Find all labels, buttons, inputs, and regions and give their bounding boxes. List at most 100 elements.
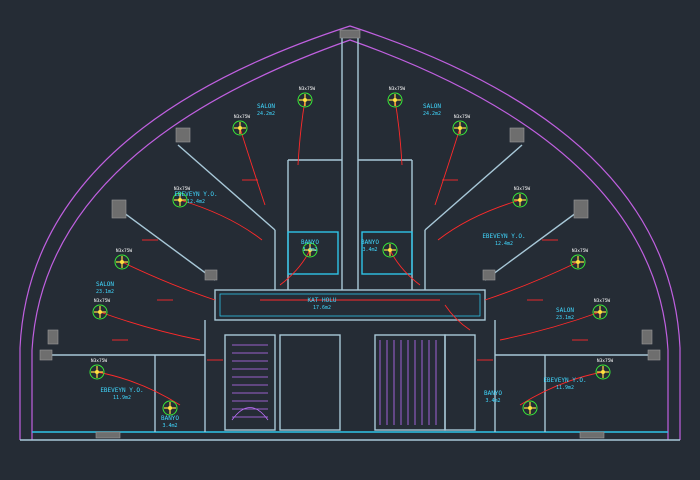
fixture-center <box>98 310 102 314</box>
fixture-center <box>518 198 522 202</box>
wall-left-radial-b <box>119 209 216 281</box>
column-block <box>339 29 361 39</box>
wall-left-radial-a <box>177 144 276 231</box>
fixture-tag: N3x75W <box>94 298 111 304</box>
column-block <box>641 329 653 345</box>
fixture-ring <box>570 254 586 270</box>
boundary-outer-arc <box>19 25 681 440</box>
stair-arc <box>231 407 269 421</box>
column-block <box>204 269 218 281</box>
circuit-run <box>499 311 601 341</box>
column-block <box>509 127 525 143</box>
walls <box>20 30 680 441</box>
room-area: 3.4m2 <box>485 398 500 404</box>
wall-bath-left <box>287 231 339 275</box>
wall-stair-core <box>224 334 276 431</box>
wall-shaft <box>444 334 476 431</box>
room-area: 24.2m2 <box>423 111 441 117</box>
circuit-run <box>437 199 521 241</box>
room-name: EBEVEYN Y.O. <box>482 233 525 240</box>
fixture-ring <box>522 400 538 416</box>
circuit-run <box>484 261 579 301</box>
fixture-center <box>178 198 182 202</box>
fixture-tag: N3x75W <box>299 86 316 92</box>
room-name: BANYO <box>484 390 502 397</box>
fixture-center <box>393 98 397 102</box>
elevator-hatch <box>379 340 437 425</box>
circuit-run <box>121 261 216 301</box>
fixture-tag: N3x75W <box>572 248 589 254</box>
fixture-ring <box>92 304 108 320</box>
circuit-run <box>389 249 421 286</box>
room-area: 11.9m2 <box>556 385 574 391</box>
fixture-ring <box>387 92 403 108</box>
circuit-run <box>239 127 266 206</box>
fixture-tag: N3x75W <box>514 186 531 192</box>
wall-right-radial-a <box>424 144 523 231</box>
circuit-run <box>99 311 201 341</box>
wall-corridor <box>214 289 486 321</box>
fixture-ring <box>512 192 528 208</box>
fixture-tag: N3x75W <box>594 298 611 304</box>
column-block <box>175 127 191 143</box>
room-name: EBEVEYN Y.O. <box>174 191 217 198</box>
outer-boundary <box>19 25 681 440</box>
fixture-center <box>303 98 307 102</box>
room-name: EBEVEYN Y.O. <box>100 387 143 394</box>
column-block <box>47 329 59 345</box>
room-name: SALON <box>423 103 441 110</box>
circuit-run <box>444 304 471 331</box>
fixture-center <box>388 248 392 252</box>
wall-corridor-inner <box>219 293 481 317</box>
circuit-run <box>394 99 403 166</box>
fixture-center <box>598 310 602 314</box>
fixture-ring <box>114 254 130 270</box>
fixture-tag: N3x75W <box>454 114 471 120</box>
room-name: SALON <box>556 307 574 314</box>
structural-columns <box>39 29 661 439</box>
fixture-ring <box>162 400 178 416</box>
column-block <box>111 199 127 219</box>
room-area: 23.1m2 <box>556 315 574 321</box>
circuit-run <box>179 199 263 241</box>
fixture-center <box>528 406 532 410</box>
room-name: EBEVEYN Y.O. <box>543 377 586 384</box>
room-area: 17.6m2 <box>313 305 331 311</box>
fixture-ring <box>297 92 313 108</box>
room-area: 3.4m2 <box>162 423 177 429</box>
room-name: SALON <box>96 281 114 288</box>
electrical-circuits <box>96 99 604 406</box>
fixture-tag: N3x75W <box>389 86 406 92</box>
room-area: 3.4m2 <box>362 247 377 253</box>
column-block <box>95 431 121 439</box>
room-area: 12.4m2 <box>187 199 205 205</box>
fixture-ring <box>452 120 468 136</box>
circuit-run <box>279 249 311 286</box>
fixture-ring <box>232 120 248 136</box>
room-area: 24.2m2 <box>257 111 275 117</box>
room-name: KAT HOLU <box>308 297 337 304</box>
fixture-center <box>601 370 605 374</box>
room-area: 11.9m2 <box>113 395 131 401</box>
stair <box>231 344 269 421</box>
fixture-center <box>576 260 580 264</box>
fixture-ring <box>382 242 398 258</box>
room-name: BANYO <box>361 239 379 246</box>
room-area: 23.1m2 <box>96 289 114 295</box>
room-area: 12.4m2 <box>495 241 513 247</box>
fixture-tag: N3x75W <box>116 248 133 254</box>
fixture-ring <box>595 364 611 380</box>
fixture-center <box>308 248 312 252</box>
fixture-ring <box>592 304 608 320</box>
fixture-ring <box>302 242 318 258</box>
light-fixtures <box>89 92 611 416</box>
room-name: SALON <box>257 103 275 110</box>
room-area: 3.4m2 <box>302 247 317 253</box>
column-block <box>39 349 53 361</box>
wall-right-radial-b <box>484 209 581 281</box>
column-block <box>482 269 496 281</box>
